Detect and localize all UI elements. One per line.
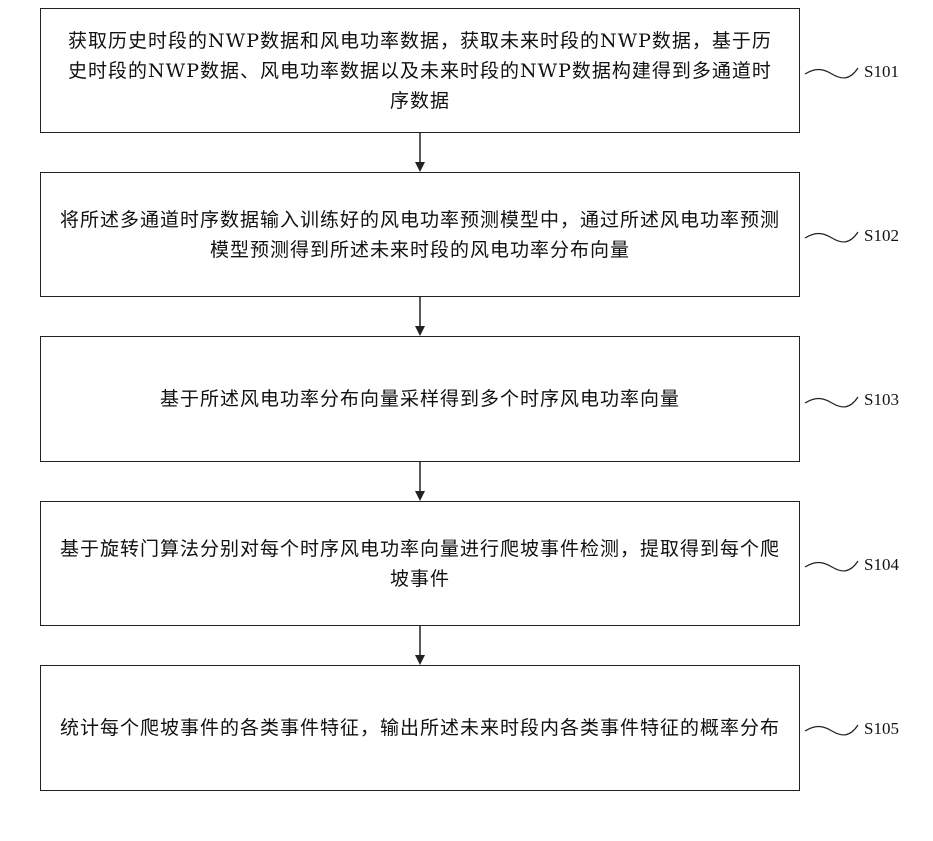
step-text-s104: 基于旋转门算法分别对每个时序风电功率向量进行爬坡事件检测，提取得到每个爬坡事件 [59,534,781,594]
leader-s103 [805,397,858,407]
leader-s101 [805,68,858,78]
leader-s104 [805,561,858,571]
step-box-s102: 将所述多通道时序数据输入训练好的风电功率预测模型中，通过所述风电功率预测模型预测… [40,172,800,297]
step-text-s103: 基于所述风电功率分布向量采样得到多个时序风电功率向量 [160,384,680,414]
step-text-s101: 获取历史时段的NWP数据和风电功率数据，获取未来时段的NWP数据，基于历史时段的… [59,26,781,116]
step-label-s101: S101 [864,62,899,82]
leader-s102 [805,232,858,242]
step-label-s105: S105 [864,719,899,739]
step-label-s104: S104 [864,555,899,575]
step-box-s101: 获取历史时段的NWP数据和风电功率数据，获取未来时段的NWP数据，基于历史时段的… [40,8,800,133]
step-box-s103: 基于所述风电功率分布向量采样得到多个时序风电功率向量 [40,336,800,462]
step-label-s103: S103 [864,390,899,410]
step-box-s104: 基于旋转门算法分别对每个时序风电功率向量进行爬坡事件检测，提取得到每个爬坡事件 [40,501,800,626]
step-box-s105: 统计每个爬坡事件的各类事件特征，输出所述未来时段内各类事件特征的概率分布 [40,665,800,791]
step-text-s102: 将所述多通道时序数据输入训练好的风电功率预测模型中，通过所述风电功率预测模型预测… [59,205,781,265]
step-label-s102: S102 [864,226,899,246]
step-text-s105: 统计每个爬坡事件的各类事件特征，输出所述未来时段内各类事件特征的概率分布 [60,713,780,743]
leader-s105 [805,725,858,735]
